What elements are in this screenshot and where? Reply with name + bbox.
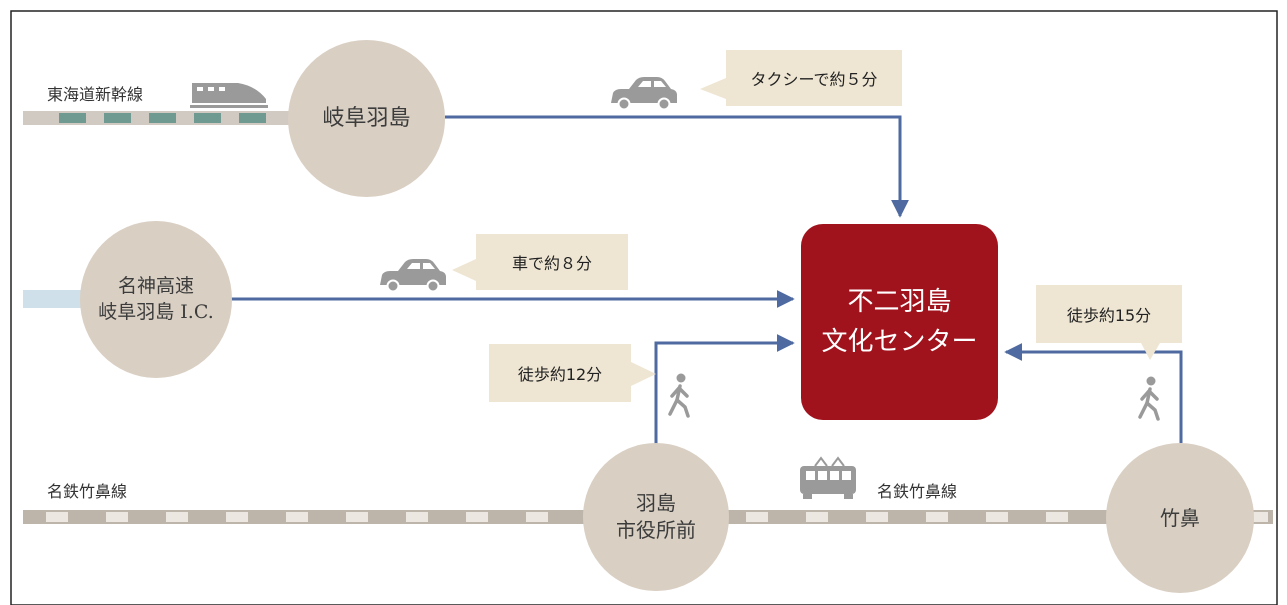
route-taxi-arrow <box>445 115 909 218</box>
destination-fuji-hashima-bunka-center: 不二羽島 文化センター <box>801 224 998 420</box>
pedestrian-icon <box>668 373 690 418</box>
map-border <box>10 10 1278 605</box>
pedestrian-icon <box>1138 376 1160 421</box>
meitetsu-line-label-center: 名鉄竹鼻線 <box>877 482 958 501</box>
car-time-callout: 車で約８分 <box>476 234 628 290</box>
station-gifu-hashima: 岐阜羽島 <box>288 40 445 197</box>
car-icon <box>611 77 677 111</box>
walk15-callout-tail <box>1141 343 1160 360</box>
station-takehana: 竹鼻 <box>1106 443 1254 593</box>
station-meishin-gifu-hashima-ic: 名神高速 岐阜羽島 I.C. <box>80 221 232 378</box>
station-name-line2: 市役所前 <box>616 518 696 542</box>
route-walk-hashima-arrow <box>654 334 795 445</box>
station-name: 岐阜羽島 <box>322 105 411 131</box>
tram-icon <box>800 456 856 499</box>
car-callout-tail <box>452 259 476 281</box>
destination-name-line2: 文化センター <box>821 327 978 357</box>
destination-name-line1: 不二羽島 <box>847 286 952 317</box>
station-hashima-shiyakushomae: 羽島 市役所前 <box>583 443 729 591</box>
walk-takehana-time-callout: 徒歩約15分 <box>1036 285 1182 343</box>
tokaido-line-label: 東海道新幹線 <box>47 85 144 104</box>
walk-hashima-time-callout: 徒歩約12分 <box>489 344 631 402</box>
station-name-line1: 羽島 <box>636 491 676 515</box>
shinkansen-icon <box>190 83 268 108</box>
meitetsu-line-label: 名鉄竹鼻線 <box>47 482 128 501</box>
station-name-line2: 岐阜羽島 I.C. <box>98 300 214 323</box>
car-icon <box>380 259 446 293</box>
taxi-time-callout: タクシーで約５分 <box>726 50 902 106</box>
route-walk-takehana-arrow <box>1004 343 1183 443</box>
station-name-line1: 名神高速 <box>117 274 194 297</box>
walk12-callout-tail <box>631 362 656 386</box>
tokaido-track <box>23 111 293 125</box>
expressway-track <box>23 290 83 308</box>
station-name: 竹鼻 <box>1160 505 1200 530</box>
taxi-callout-tail <box>700 78 726 99</box>
